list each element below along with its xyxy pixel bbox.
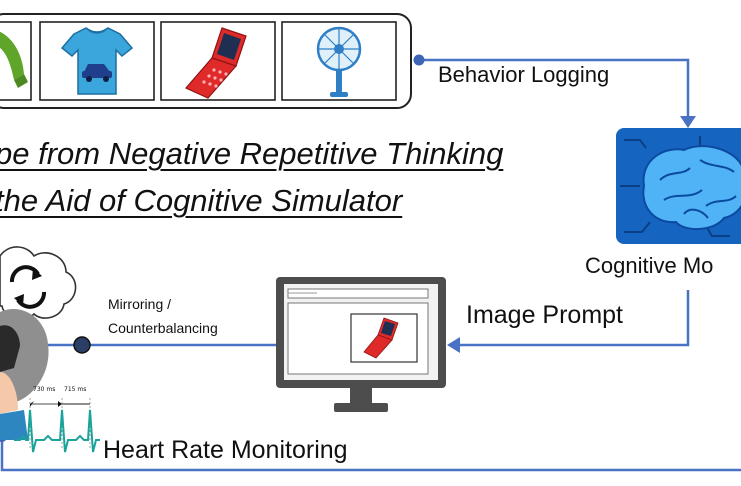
ecg-waveform xyxy=(14,409,100,453)
cognitive-model-label: Cognitive Mo xyxy=(585,253,714,278)
green-sleeve-icon xyxy=(0,31,28,88)
item-cell-sleeve xyxy=(0,21,32,101)
connectors xyxy=(0,58,741,472)
rr-interval-2: 715 ms xyxy=(64,386,87,393)
user-shirt xyxy=(0,410,28,440)
image-prompt-label: Image Prompt xyxy=(466,301,624,329)
thought-cloud xyxy=(0,246,77,320)
title-line-1: pe from Negative Repetitive Thinking xyxy=(0,136,504,171)
heart-rate-ecg xyxy=(14,398,100,453)
cognitive-model-panel xyxy=(616,128,741,244)
refresh-cycle-icon xyxy=(10,265,46,309)
user-figure xyxy=(0,246,77,440)
mirroring-label-line-2: Counterbalancing xyxy=(108,320,218,336)
red-flip-phone-icon xyxy=(185,27,247,99)
prompt-phone-icon xyxy=(363,317,399,359)
monitor-neck xyxy=(350,388,372,404)
arrowhead-left xyxy=(447,337,460,353)
monitor-stand xyxy=(334,403,388,412)
arrowheads xyxy=(447,116,696,353)
rr-interval-1: 730 ms xyxy=(33,386,56,393)
brain-icon xyxy=(642,145,741,230)
behavior-logging-node xyxy=(413,54,425,66)
image-prompt-connector xyxy=(458,290,690,347)
blue-tshirt-icon xyxy=(60,27,134,95)
monitor xyxy=(276,277,446,412)
mirroring-node xyxy=(73,336,91,354)
item-cell-phone xyxy=(160,21,276,101)
item-cell-fan xyxy=(281,21,397,101)
user-face xyxy=(0,372,18,414)
heart-rate-monitoring-label: Heart Rate Monitoring xyxy=(103,436,348,464)
title-line-2: the Aid of Cognitive Simulator xyxy=(0,183,403,218)
blue-fan-icon xyxy=(316,26,362,97)
behavior-logging-connector xyxy=(419,58,690,118)
item-strip xyxy=(0,13,412,109)
item-cell-tshirt xyxy=(39,21,155,101)
mirroring-label-line-1: Mirroring / xyxy=(108,296,172,312)
arrowhead-down xyxy=(680,116,696,128)
heart-rate-feedback-connector xyxy=(0,437,741,472)
user-hair xyxy=(0,325,20,372)
behavior-logging-label: Behavior Logging xyxy=(438,62,610,87)
